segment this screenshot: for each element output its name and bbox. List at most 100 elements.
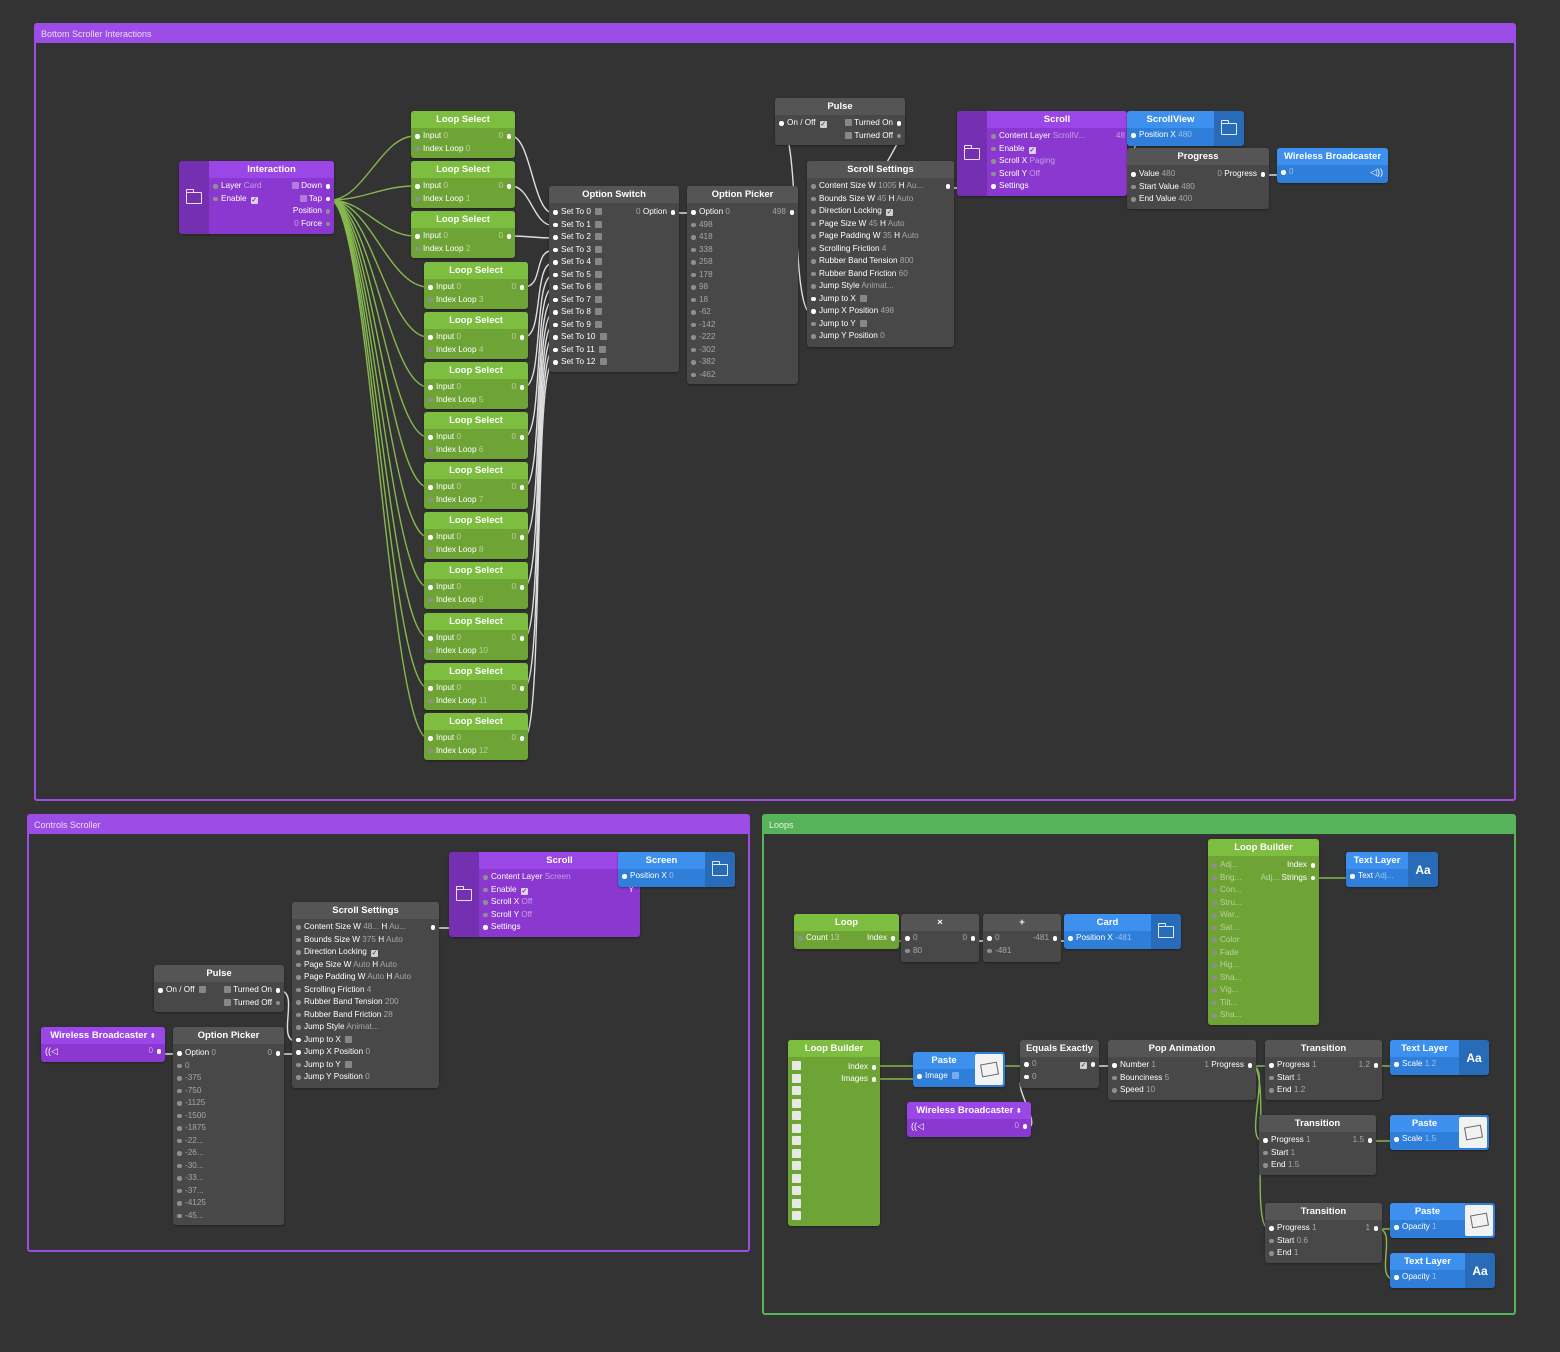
node-title: Loop Select: [424, 663, 528, 680]
node-title: Pop Animation: [1108, 1040, 1256, 1057]
equals-exactly-node[interactable]: Equals Exactly 0✓ 0: [1020, 1040, 1099, 1088]
folder-icon: [957, 111, 987, 196]
node-title: Transition: [1259, 1115, 1376, 1132]
image-thumbnail: [792, 1061, 801, 1070]
pulse-node[interactable]: Pulse On / Off ✓ Turned On Turned Off: [775, 98, 905, 145]
node-title: Paste: [1390, 1115, 1459, 1132]
folder-icon: [179, 161, 209, 234]
text-layer-icon: Aa: [1408, 852, 1438, 887]
text-layer-icon: Aa: [1459, 1040, 1489, 1075]
paste-image-node[interactable]: Paste Image: [913, 1052, 1005, 1087]
image-thumbnail: [792, 1173, 801, 1183]
node-title: Paste: [913, 1052, 975, 1069]
node-title: ScrollView: [1127, 111, 1214, 128]
node-title: Loop Select: [411, 111, 515, 128]
node-title: Text Layer: [1346, 852, 1408, 869]
node-title: Pulse: [154, 965, 284, 982]
node-title: Scroll: [987, 111, 1127, 128]
image-thumbnail: [792, 1136, 801, 1145]
text-layer-node[interactable]: Text Layer Opacity 1 Aa: [1390, 1253, 1495, 1288]
wireless-broadcaster-node[interactable]: Wireless Broadcaster ⬍ ((◁ 0: [907, 1102, 1031, 1137]
node-title: Paste: [1390, 1203, 1465, 1220]
node-title: Loop Select: [411, 211, 515, 228]
image-thumbnail: [792, 1186, 801, 1195]
node-title: Text Layer: [1390, 1040, 1459, 1057]
text-layer-node[interactable]: Text Layer Text Adj... Aa: [1346, 852, 1438, 887]
image-thumbnail: [792, 1211, 801, 1220]
pop-animation-node[interactable]: Pop Animation Number 1 1 Progress Bounci…: [1108, 1040, 1256, 1100]
node-title: Progress: [1127, 148, 1269, 165]
scrollview-node[interactable]: ScrollView Position X 480: [1127, 111, 1244, 146]
node-title: Loop Select: [424, 512, 528, 529]
screen-node[interactable]: Screen Position X 0: [618, 852, 735, 887]
node-title: Loop Select: [424, 312, 528, 329]
paste-node[interactable]: Paste Scale 1.5: [1390, 1115, 1489, 1150]
loop-node[interactable]: Loop Count 13 Index: [794, 914, 899, 949]
interaction-node[interactable]: Interaction Layer Card Down Enable ✓ Tap…: [179, 161, 334, 234]
node-title: Scroll: [479, 852, 640, 869]
node-title: Scroll Settings: [292, 902, 439, 919]
node-title: Pulse: [775, 98, 905, 115]
wireless-broadcaster-node[interactable]: Wireless Broadcaster ⬍ ((◁ 0: [41, 1027, 165, 1062]
node-title: Loop Builder: [788, 1040, 880, 1057]
folder-icon: [449, 852, 479, 937]
image-thumbnail: [792, 1161, 801, 1170]
node-title: Interaction: [209, 161, 334, 178]
node-title: Transition: [1265, 1203, 1382, 1220]
node-title: Wireless Broadcaster ⬍: [907, 1102, 1031, 1119]
node-title: Card: [1064, 914, 1151, 931]
group-title[interactable]: Controls Scroller: [29, 816, 748, 834]
broadcast-icon: ((◁: [911, 1121, 924, 1131]
node-title: Option Picker: [173, 1027, 284, 1044]
node-title: Loop Select: [424, 262, 528, 279]
node-title: Option Switch: [549, 186, 679, 203]
image-thumbnail: [792, 1148, 801, 1158]
node-title: Wireless Broadcaster ⬍: [41, 1027, 165, 1044]
scroll-settings-node[interactable]: Scroll Settings Content Size W 48... H A…: [292, 902, 439, 1088]
folder-icon: [1214, 111, 1244, 146]
stepper-icon[interactable]: ⬍: [1015, 1108, 1022, 1115]
paste-node[interactable]: Paste Opacity 1: [1390, 1203, 1495, 1238]
group-title[interactable]: Bottom Scroller Interactions: [36, 25, 1514, 43]
node-title: Scroll Settings: [807, 161, 954, 178]
image-thumbnail: [792, 1123, 801, 1133]
wireless-broadcaster-node[interactable]: Wireless Broadcaster 0 ◁)): [1277, 148, 1388, 183]
scroll-settings-node[interactable]: Scroll Settings Content Size W 1005 H Au…: [807, 161, 954, 347]
image-thumbnail: [792, 1111, 801, 1120]
card-node[interactable]: Card Position X -481: [1064, 914, 1181, 949]
progress-node[interactable]: Progress Value 480 0 Progress Start Valu…: [1127, 148, 1269, 209]
pulse-node[interactable]: Pulse On / Off Turned On Turned Off: [154, 965, 284, 1012]
node-title: Screen: [618, 852, 705, 869]
add-node[interactable]: + 0-481 -481: [983, 914, 1061, 962]
text-layer-node[interactable]: Text Layer Scale 1.2 Aa: [1390, 1040, 1489, 1075]
folder-icon: [1151, 914, 1181, 949]
group-bottom-scroller: Bottom Scroller Interactions: [34, 23, 1516, 801]
node-title: +: [983, 914, 1061, 931]
stepper-icon[interactable]: ⬍: [149, 1033, 156, 1040]
loop-builder-node[interactable]: Loop Builder Index Images: [788, 1040, 880, 1226]
group-title[interactable]: Loops: [764, 816, 1514, 834]
